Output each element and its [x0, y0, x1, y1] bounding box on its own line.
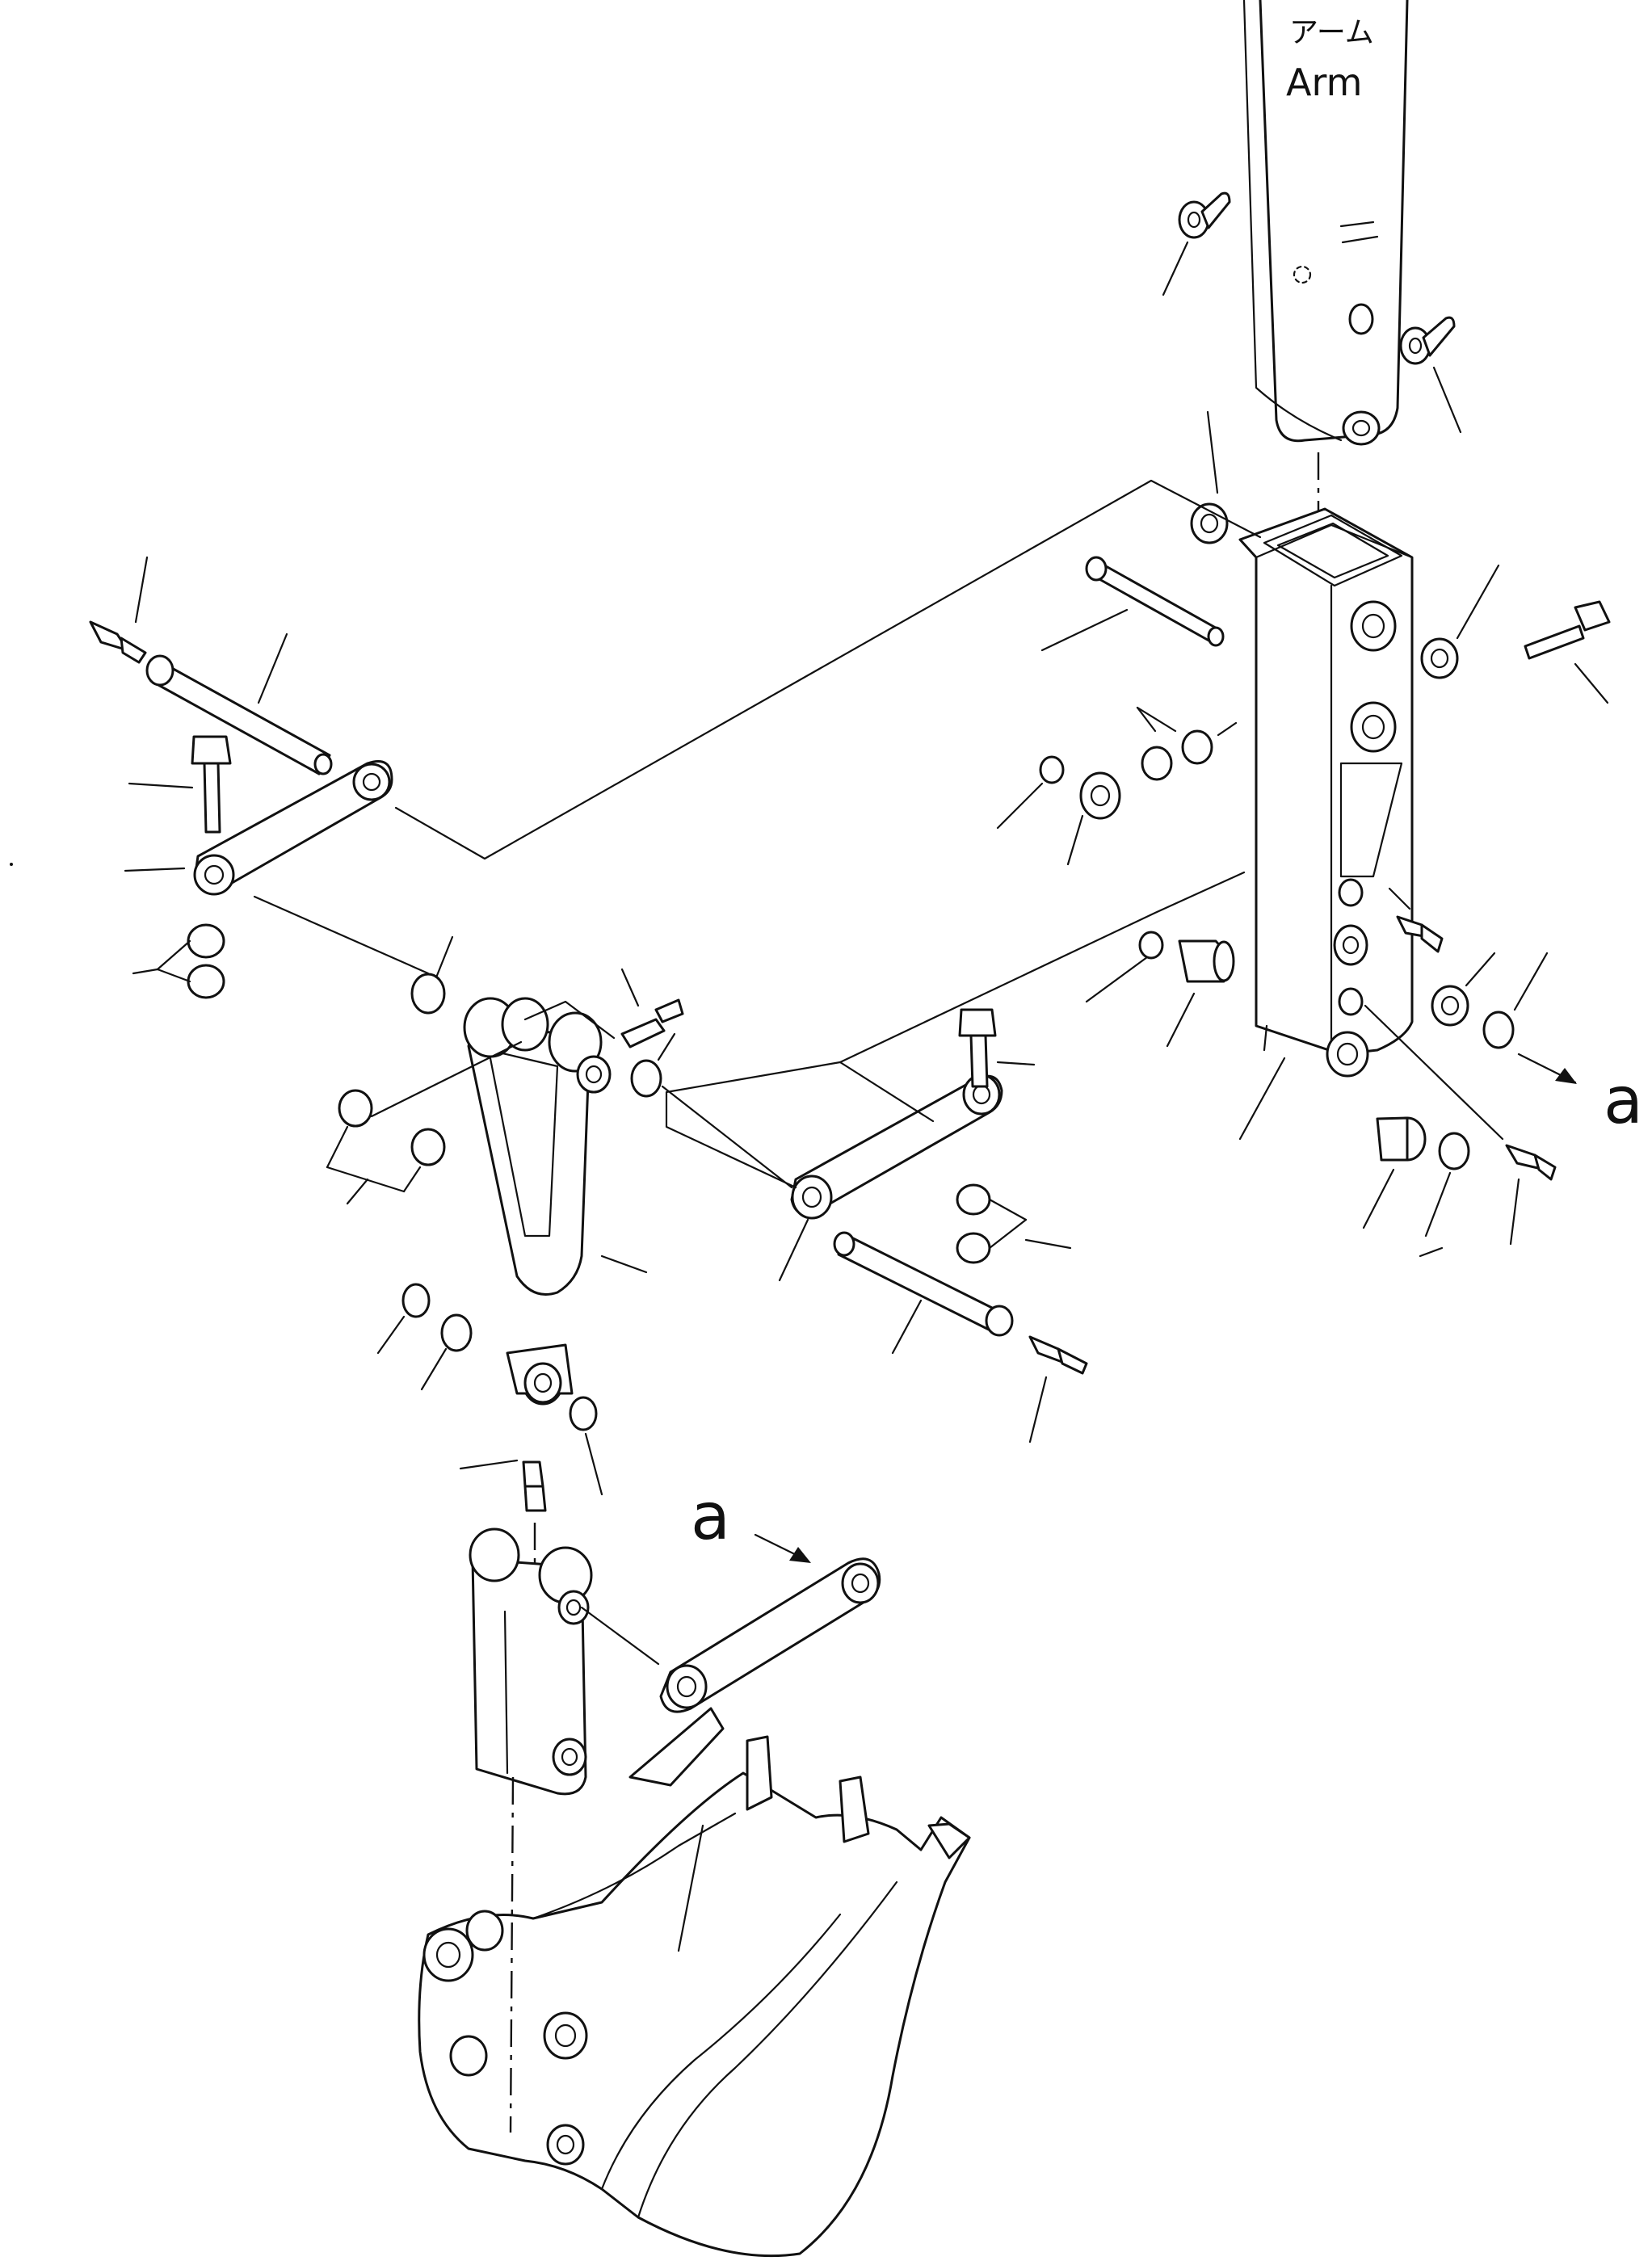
- right-nuts: [956, 1183, 1072, 1264]
- coupler-lower-parts: [1085, 931, 1557, 1258]
- left-bushing: [410, 935, 454, 1015]
- right-bolt: [958, 1008, 1036, 1088]
- grease-fitting-coupler-1: [1388, 887, 1444, 953]
- arm-shim-right: [1399, 316, 1462, 434]
- leader-right-link-top: [839, 871, 1246, 1064]
- arm-shim-left: [1162, 191, 1231, 296]
- reference-label-a-upper: a: [1604, 1063, 1643, 1138]
- right-pin: [833, 1231, 1014, 1355]
- arm-label-en: Arm: [1286, 61, 1362, 104]
- coupler-spacer: [1420, 564, 1500, 679]
- leader-right-to-coupler: [665, 1061, 935, 1189]
- coupler-bolt: [1524, 600, 1611, 704]
- arm: [1242, 0, 1409, 446]
- coupler-bushing-mid: [996, 755, 1121, 866]
- coupler-nuts: [1136, 706, 1238, 781]
- left-nuts: [132, 923, 225, 999]
- bucket-boss: [469, 1528, 660, 1796]
- h-link-bushings: [326, 1040, 523, 1205]
- h-link-grease-fitting: [620, 968, 684, 1048]
- coupler-pin: [1040, 556, 1225, 652]
- left-bolt: [128, 735, 232, 834]
- reference-arrow-a-upper: [1517, 1053, 1577, 1084]
- bucket: [418, 1707, 971, 2258]
- link-body: [1238, 507, 1414, 1141]
- centerline-bucket: [509, 1776, 515, 2133]
- h-link-lower-grease-fitting: [459, 1459, 547, 1583]
- right-grease-fitting: [1028, 1335, 1088, 1443]
- left-grease-fitting: [89, 556, 149, 664]
- h-link-small-parts: [376, 1283, 603, 1496]
- coupler-bushing-top: [1190, 410, 1229, 544]
- reference-label-a-lower: a: [691, 1479, 730, 1554]
- coupler-collars-right: [1431, 952, 1549, 1049]
- stray-dot: [10, 863, 13, 866]
- leader-left-to-coupler: [394, 479, 1262, 860]
- lower-link: [659, 1557, 881, 1713]
- h-link: [463, 997, 648, 1406]
- leader-right-link-bushing: [661, 1085, 793, 1189]
- leader-h-link-top: [523, 1000, 616, 1040]
- h-link-right-bushing: [630, 1032, 676, 1098]
- arm-label-jp: アーム: [1289, 16, 1374, 49]
- reference-arrow-a-lower: [754, 1533, 811, 1563]
- left-pin: [145, 632, 333, 775]
- leader-left-link: [253, 895, 430, 975]
- left-link: [124, 760, 393, 896]
